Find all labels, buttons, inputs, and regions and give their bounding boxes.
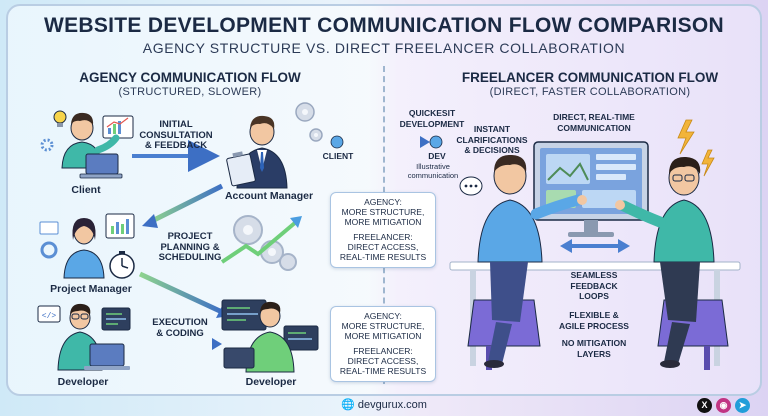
comparison-agency-text-2: AGENCY: MORE STRUCTURE, MORE MITIGATION [341,311,425,341]
lightbulb-icon [53,110,67,127]
document-icon [39,221,59,235]
mini-flow-client-label: CLIENT [322,151,354,161]
instant-clarifications-label: INSTANT CLARIFICATIONS & DECISIONS [456,124,528,155]
monitor-icon [221,299,267,331]
role-account-manager: Account Manager [224,190,314,202]
arrow-planning-head [142,214,158,228]
agency-section-title: AGENCY COMMUNICATION FLOW [79,70,301,85]
role-client: Client [71,184,101,196]
code-icon [37,305,61,323]
comparison-box-top: AGENCY: MORE STRUCTURE, MORE MITIGATION … [330,192,436,268]
footer-site-link[interactable]: devgurux.com [357,399,427,411]
lightning-icon [677,119,695,155]
step-execution-label: EXECUTION & CODING [152,317,208,339]
gear-icon [40,138,54,152]
project-manager-figure [39,213,135,279]
client-dev-mini-flow [330,135,443,149]
role-developer-left: Developer [57,376,109,388]
svg-text:</>: </> [42,312,57,321]
chart-board-icon [102,115,134,139]
mini-flow-dev-label: DEV [428,151,446,161]
globe-icon: 🌐 [341,399,355,411]
page-subtitle: AGENCY STRUCTURE VS. DIRECT FREELANCER C… [142,40,626,56]
comparison-box-bottom: AGENCY: MORE STRUCTURE, MORE MITIGATION … [330,306,436,382]
comparison-freelancer-text-2: FREELANCER: DIRECT ACCESS, REAL-TIME RES… [339,346,427,376]
feature-flexible-agile: FLEXIBLE & AGILE PROCESS [559,310,629,331]
freelancer-scene [449,119,741,370]
freelancer-developer-figure [615,156,729,370]
comparison-agency-text: AGENCY: MORE STRUCTURE, MORE MITIGATION [341,197,425,227]
developer-left-figure: </> [37,303,131,371]
illustrative-communication-label: Illustrative communication [407,162,459,180]
role-project-manager: Project Manager [50,283,132,295]
lightning-icon-small [701,149,715,177]
developer-right-figure [221,299,319,373]
gears-icon [295,102,323,142]
pie-chart-icon [40,241,58,259]
arrow-planning-line [148,183,224,225]
instagram-icon[interactable]: ◉ [716,398,731,413]
role-developer-right: Developer [245,376,297,388]
account-manager-figure [226,102,323,189]
footer: 🌐 devgurux.com [0,398,768,411]
growth-gears-icon [220,215,302,271]
step-consultation-label: INITIAL CONSULTATION & FEEDBACK [139,119,213,151]
direct-communication-label: DIRECT, REAL-TIME COMMUNICATION [553,112,635,133]
freelancer-client-figure [467,154,587,370]
agency-section-subtitle: (STRUCTURED, SLOWER) [118,86,262,98]
client-figure [40,110,134,179]
presentation-board-icon [105,213,135,239]
step-planning-label: PROJECT PLANNING & SCHEDULING [158,231,222,263]
comparison-freelancer-text: FREELANCER: DIRECT ACCESS, REAL-TIME RES… [339,232,427,262]
quickest-development-label: QUICKESIT DEVELOPMENT [399,108,465,129]
page-title: WEBSITE DEVELOPMENT COMMUNICATION FLOW C… [43,14,725,37]
x-social-icon[interactable]: X [697,398,712,413]
telegram-icon[interactable]: ➤ [735,398,750,413]
freelancer-section-title: FREELANCER COMMUNICATION FLOW [461,70,719,85]
arrow-execution-diag [138,271,224,315]
freelancer-section-subtitle: (DIRECT, FASTER COLLABORATION) [489,86,691,98]
feature-no-mitigation: NO MITIGATION LAYERS [561,338,627,359]
feature-seamless-feedback: SEAMLESS FEEDBACK LOOPS [570,270,618,301]
